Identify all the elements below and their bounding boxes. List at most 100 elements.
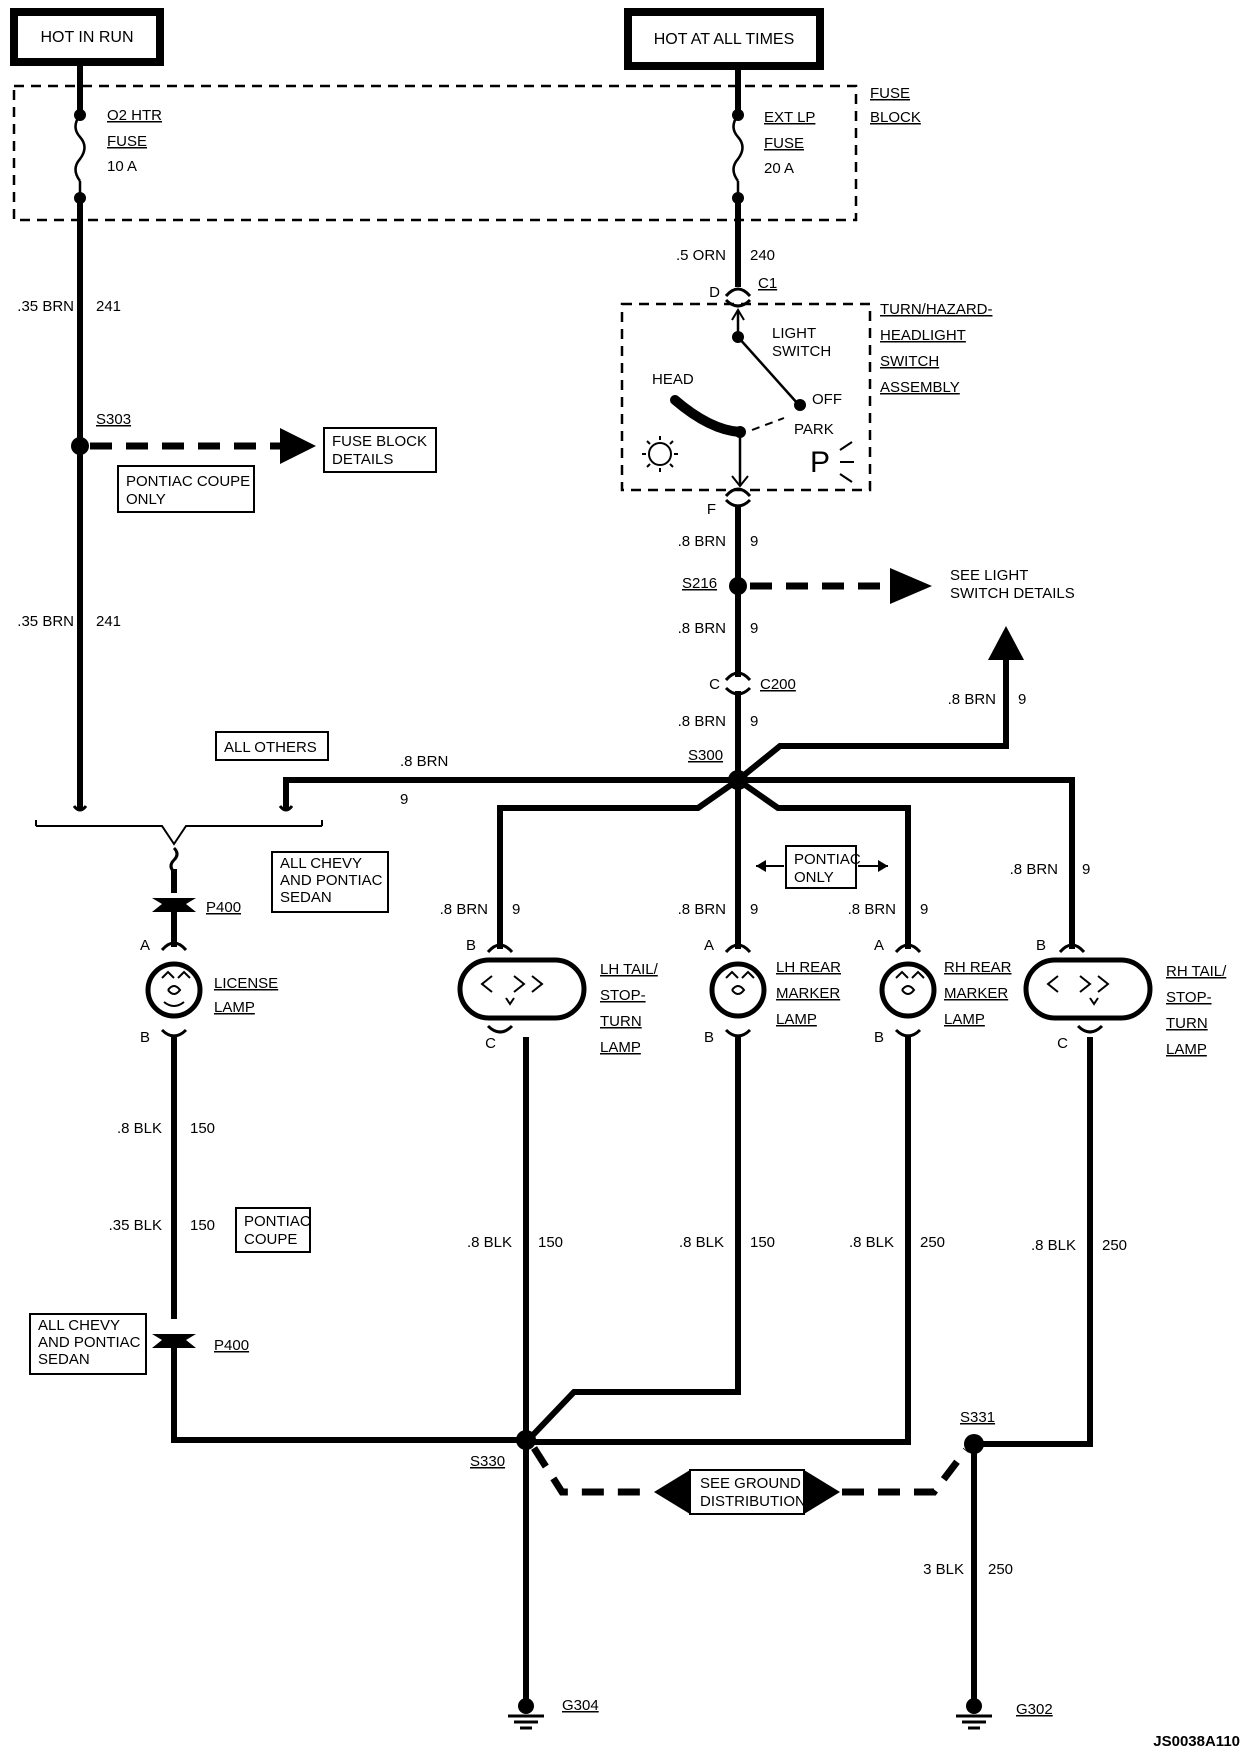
c1-label: C1 <box>758 275 777 292</box>
w150-lic2-gauge: .35 BLK <box>109 1217 162 1234</box>
w250-rh-marker-gauge: .8 BLK <box>849 1234 894 1251</box>
fuse-block-label-2: BLOCK <box>870 109 921 126</box>
license-lamp-name-2: LAMP <box>214 999 255 1016</box>
lh-rear-marker-lamp-circuit: .8 BRN 9 A B LH REAR MARKER LAMP .8 BLK … <box>527 901 841 1441</box>
fuse2-rating: 20 A <box>764 160 794 177</box>
park-position-label: PARK <box>794 421 834 438</box>
lh-tail-name-1: LH TAIL/ <box>600 961 659 978</box>
fuse-block-label-1: FUSE <box>870 85 910 102</box>
wire-240: .5 ORN 240 <box>676 195 775 287</box>
switch-label-3: SWITCH <box>880 353 939 370</box>
w9a-gauge: .8 BRN <box>678 533 726 550</box>
w9-lh-marker-gauge: .8 BRN <box>678 901 726 918</box>
license-pin-a: A <box>140 937 150 954</box>
w9c-gauge: .8 BRN <box>678 713 726 730</box>
light-switch-label-2: SWITCH <box>772 343 831 360</box>
rh-tail-pin-b: B <box>1036 937 1046 954</box>
rh-rear-marker-lamp-circuit: .8 BRN 9 A B RH REAR MARKER LAMP .8 BLK … <box>527 901 1012 1445</box>
w9-rh-tail-circuit: 9 <box>1082 861 1090 878</box>
c200-label: C200 <box>760 676 796 693</box>
splice-s216: S216 SEE LIGHT SWITCH DETAILS <box>682 567 1075 604</box>
rh-tail-lamp-circuit: .8 BRN 9 B C RH TAIL/ STOP- TURN LAMP .8… <box>971 861 1227 1447</box>
hot-at-all-times-box: HOT AT ALL TIMES <box>624 8 824 70</box>
w150-lic1-gauge: .8 BLK <box>117 1120 162 1137</box>
hot-in-run-box: HOT IN RUN <box>10 8 164 66</box>
pontiac-coupe-only-2: ONLY <box>126 491 166 508</box>
switch-label-1: TURN/HAZARD- <box>880 301 993 318</box>
w9-right-gauge: .8 BRN <box>948 691 996 708</box>
rh-marker-pin-a: A <box>874 937 884 954</box>
switch-label-4: ASSEMBLY <box>880 379 960 396</box>
w241b-gauge: .35 BRN <box>17 613 74 630</box>
headlamp-icon <box>642 436 678 472</box>
ground-g302: G302 <box>956 1698 1053 1730</box>
hot-at-all-times-label: HOT AT ALL TIMES <box>654 31 795 48</box>
w250-rh-tail-gauge: .8 BLK <box>1031 1237 1076 1254</box>
w150-lh-marker-circuit: 150 <box>750 1234 775 1251</box>
w9-lh-marker-circuit: 9 <box>750 901 758 918</box>
w250-rh-marker-circuit: 250 <box>920 1234 945 1251</box>
g302-label: G302 <box>1016 1701 1053 1718</box>
pontiac-coupe-1: PONTIAC <box>244 1213 311 1230</box>
off-position-label: OFF <box>812 391 842 408</box>
see-light-switch-details-2: SWITCH DETAILS <box>950 585 1075 602</box>
connector-p400-top: P400 <box>152 898 241 916</box>
fuse1-type: FUSE <box>107 133 147 150</box>
connector-p400-bottom: P400 <box>152 1334 249 1354</box>
s331-label: S331 <box>960 1409 995 1426</box>
lh-marker-name-1: LH REAR <box>776 959 841 976</box>
park-lamp-icon: P <box>810 441 854 483</box>
lh-tail-pin-c: C <box>485 1035 496 1052</box>
w150-lh-tail-circuit: 150 <box>538 1234 563 1251</box>
w9-rh-tail-gauge: .8 BRN <box>1010 861 1058 878</box>
rh-tail-name-2: STOP- <box>1166 989 1212 1006</box>
switch-label-2: HEADLIGHT <box>880 327 966 344</box>
pontiac-only-1: PONTIAC <box>794 851 861 868</box>
w9b-gauge: .8 BRN <box>678 620 726 637</box>
p400-top-label: P400 <box>206 899 241 916</box>
w9-rh-marker-circuit: 9 <box>920 901 928 918</box>
fuse1-rating: 10 A <box>107 158 137 175</box>
p400-bottom-label: P400 <box>214 1337 249 1354</box>
fuse2-type: FUSE <box>764 135 804 152</box>
c1-pin-d: D <box>709 284 720 301</box>
option-bracket: ALL CHEVY AND PONTIAC SEDAN <box>35 805 389 913</box>
fuse-block-details-1: FUSE BLOCK <box>332 433 427 450</box>
all-chevy-top-3: SEDAN <box>280 889 332 906</box>
w9-right-circuit: 9 <box>1018 691 1026 708</box>
light-switch-label-1: LIGHT <box>772 325 816 342</box>
see-ground-distribution-note: SEE GROUND DISTRIBUTION <box>689 1447 969 1515</box>
head-position-label: HEAD <box>652 371 694 388</box>
wire-9-trunk: .8 BRN 9 .8 BRN 9 .8 BRN 9 <box>678 505 758 783</box>
w150-lic2-circuit: 150 <box>190 1217 215 1234</box>
see-light-switch-details-1: SEE LIGHT <box>950 567 1028 584</box>
s330-label: S330 <box>470 1453 505 1470</box>
w240-gauge: .5 ORN <box>676 247 726 264</box>
fuse1-name: O2 HTR <box>107 107 162 124</box>
connector-c200: C C200 <box>709 671 796 696</box>
switch-pin-f: F <box>707 501 716 518</box>
all-chevy-bottom-2: AND PONTIAC <box>38 1334 141 1351</box>
license-lamp: LICENSE LAMP <box>145 961 278 1019</box>
pontiac-coupe-only-1: PONTIAC COUPE <box>126 473 250 490</box>
splice-s300: S300 .8 BRN 9 .8 BRN 9 <box>283 626 1075 949</box>
license-pin-b: B <box>140 1029 150 1046</box>
w241b-circuit: 241 <box>96 613 121 630</box>
w150-lh-tail-gauge: .8 BLK <box>467 1234 512 1251</box>
lh-marker-pin-b: B <box>704 1029 714 1046</box>
ground-g304: G304 <box>508 1697 599 1730</box>
rh-marker-name-2: MARKER <box>944 985 1008 1002</box>
fuse2-name: EXT LP <box>764 109 815 126</box>
rh-marker-name-1: RH REAR <box>944 959 1012 976</box>
see-ground-dist-2: DISTRIBUTION <box>700 1493 806 1510</box>
lh-marker-name-2: MARKER <box>776 985 840 1002</box>
s300-label: S300 <box>688 747 723 764</box>
wire-241: .35 BRN 241 .35 BRN 241 <box>17 195 121 809</box>
lh-marker-name-3: LAMP <box>776 1011 817 1028</box>
splice-s330: S330 <box>470 1430 690 1703</box>
all-chevy-top-1: ALL CHEVY <box>280 855 362 872</box>
w241a-circuit: 241 <box>96 298 121 315</box>
w240-circuit: 240 <box>750 247 775 264</box>
pontiac-only-note: PONTIAC ONLY <box>756 845 888 889</box>
